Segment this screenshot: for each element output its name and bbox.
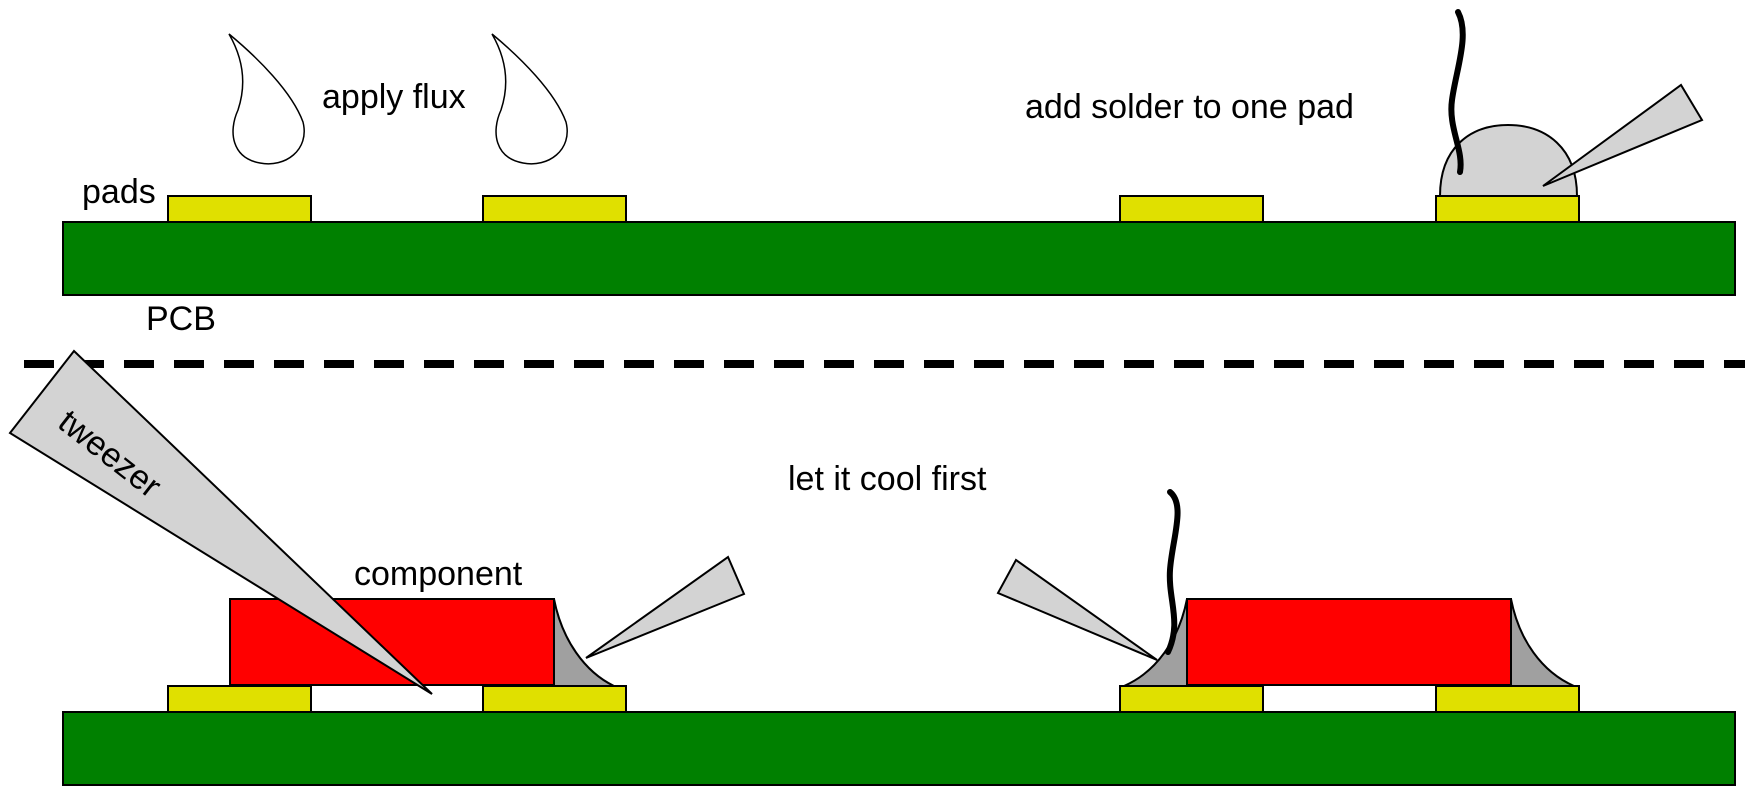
component-right [1186,598,1512,686]
pad-bottom-4 [1435,685,1580,713]
solder-wire [1448,9,1466,175]
soldering-iron-tip [1542,83,1704,187]
pad-bottom-1 [167,685,312,713]
bottom-panel: tweezer component let it cool first [8,349,1736,786]
pad-bottom-2 [482,685,627,713]
pad-bottom-3 [1119,685,1264,713]
tweezer-icon [8,349,433,695]
label-let-it-cool: let it cool first [788,460,987,498]
flux-drop-icon [228,33,305,165]
pad-top-1 [167,195,312,223]
solder-wire [1165,489,1181,655]
solder-fillet [1123,598,1188,687]
label-pcb: PCB [146,300,216,338]
label-component: component [354,555,523,593]
top-panel: pads apply flux PCB add solder to one pa… [62,9,1736,338]
solder-fillet [553,598,615,687]
pcb-board-bottom [62,711,1736,786]
pad-top-2 [482,195,627,223]
solder-fillet [1510,598,1575,687]
pad-top-4 [1435,195,1580,223]
soldering-iron-tip [585,555,746,659]
pad-top-3 [1119,195,1264,223]
label-add-solder: add solder to one pad [1025,88,1354,126]
label-apply-flux: apply flux [322,78,466,116]
label-pads: pads [82,173,156,211]
pcb-board-top [62,221,1736,296]
soldering-iron-tip [996,558,1158,661]
component-left [229,598,555,686]
flux-drop-icon [491,33,568,165]
